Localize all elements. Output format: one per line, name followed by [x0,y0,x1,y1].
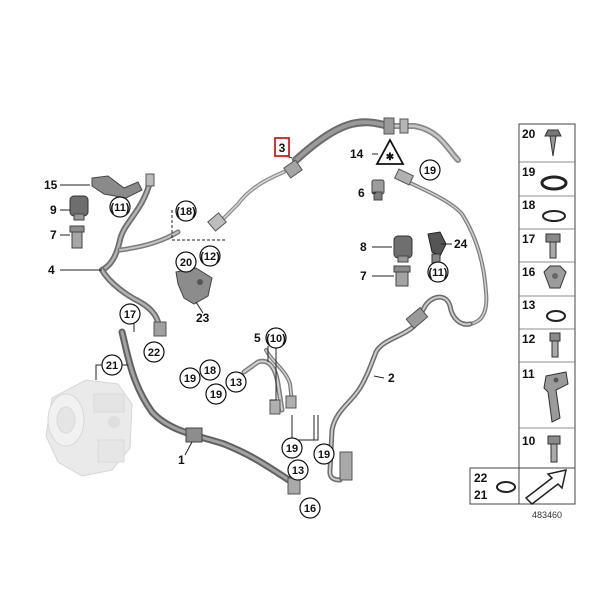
clip-11-icon [543,371,569,423]
panel-item-17: 17 [522,232,536,246]
callout-8: 8 [360,240,367,254]
callout-18-top: (18) [175,200,197,222]
svg-text:(12): (12) [200,251,220,263]
callout-13-b: 13 [287,459,309,481]
callout-11-left: (11) [109,196,131,218]
svg-text:(11): (11) [111,202,130,214]
svg-text:19: 19 [424,165,436,177]
hose-1 [118,328,301,495]
svg-text:18: 18 [204,365,216,377]
screw-20-icon [544,129,562,157]
svg-text:19: 19 [286,443,298,455]
callout-12: (12) [199,245,221,267]
parts-panel: 20 19 18 17 16 13 12 [518,123,576,479]
callout-5: 5 [254,331,261,345]
callout-13-a: 13 [225,371,247,393]
callout-19-a: 19 [179,367,201,389]
callout-17: 17 [119,303,141,325]
callout-4: 4 [48,263,55,277]
hose-2 [327,168,489,483]
svg-text:22: 22 [148,347,160,359]
ring-13-icon [546,310,566,322]
bolt-12-icon [549,332,561,358]
hose-3 [207,117,461,232]
svg-text:(11): (11) [429,267,448,279]
direction-arrow-icon [524,469,567,505]
bolt-10-icon [547,435,561,463]
callout-21-main: 21 [101,354,123,376]
panel-item-16: 16 [522,265,536,279]
valve-7-left [69,225,85,249]
callout-19-d: 19 [313,443,335,465]
pipe-assembly-5 [241,348,297,415]
svg-text:17: 17 [124,309,136,321]
oring-21-22-icon [496,481,516,493]
callout-18-mid: 18 [199,359,221,381]
compressor-illustration [45,379,133,477]
svg-text:16: 16 [304,503,316,515]
callout-9: 9 [50,203,57,217]
callout-14: 14 [350,147,364,161]
panel-item-21: 21 [474,488,488,502]
panel-item-10: 10 [522,434,536,448]
hose-4 [99,173,181,337]
callout-7-left: 7 [50,228,57,242]
svg-text:13: 13 [292,465,304,477]
oring-19-icon [540,175,568,191]
callout-2: 2 [388,371,395,385]
bracket-15 [91,175,143,199]
bracket-23 [175,267,213,305]
svg-text:19: 19 [318,449,330,461]
bottom-parts-box: 22 21 [469,467,576,505]
sensor-24 [427,231,447,267]
svg-text:3: 3 [279,141,286,155]
panel-item-19: 19 [522,165,536,179]
callout-24: 24 [454,237,468,251]
panel-item-12: 12 [522,332,536,346]
svg-text:13: 13 [230,377,242,389]
callout-1: 1 [178,453,185,467]
panel-item-13: 13 [522,298,536,312]
reference-number: 483460 [532,510,562,520]
callout-11-right: (11) [427,261,449,283]
svg-text:✱: ✱ [386,152,395,163]
switch-6 [371,179,385,201]
callout-19-b: 19 [205,383,227,405]
callout-19-e: 19 [419,159,441,181]
svg-text:(18): (18) [176,206,196,218]
svg-text:(10): (10) [266,333,286,345]
svg-text:21: 21 [106,360,118,372]
callout-10: (10) [265,327,287,349]
svg-text:19: 19 [184,373,196,385]
callout-16: 16 [299,497,321,519]
callout-22-main: 22 [143,341,165,363]
callout-15: 15 [44,178,58,192]
callout-3-highlighted: 3 [274,137,290,157]
callout-23: 23 [196,311,210,325]
seal-18-icon [542,210,566,222]
sensor-8 [393,235,413,263]
warning-triangle-14: ✱ [375,138,405,165]
panel-item-18: 18 [522,198,536,212]
svg-text:20: 20 [180,257,192,269]
sensor-9 [69,195,89,221]
callout-20: 20 [175,251,197,273]
valve-7-right [393,265,411,287]
panel-item-20: 20 [522,127,536,141]
nut-16-icon [543,265,567,289]
bolt-17-icon [545,233,561,259]
callout-19-c: 19 [281,437,303,459]
panel-item-11: 11 [522,367,535,381]
svg-text:19: 19 [210,389,222,401]
callout-7-right: 7 [360,269,367,283]
callout-6: 6 [358,186,365,200]
panel-item-22: 22 [474,471,488,485]
